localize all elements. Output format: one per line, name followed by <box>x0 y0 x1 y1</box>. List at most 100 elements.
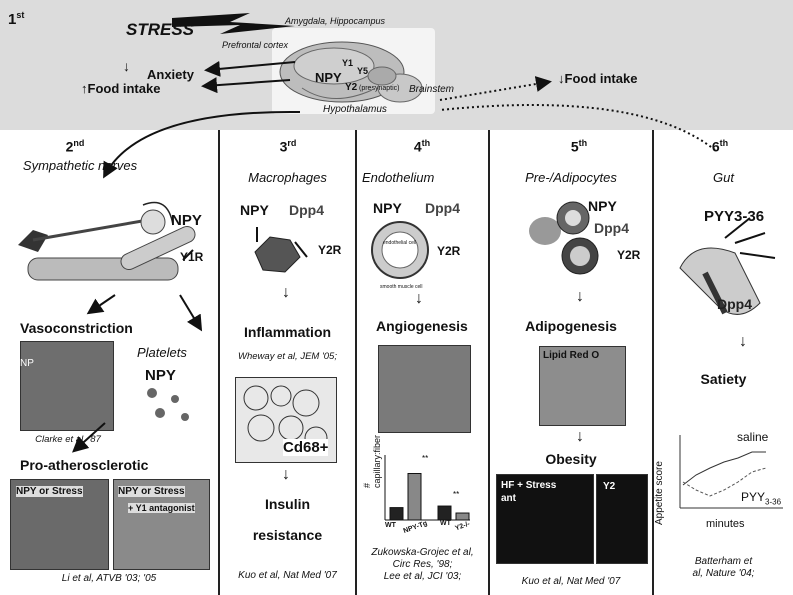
down-arrow-icon: ↓ <box>558 71 565 86</box>
amygdala-label: Amygdala, Hippocampus <box>285 16 386 26</box>
sig-label-2: ** <box>453 490 459 499</box>
brainstem-label: Brainstem <box>409 84 455 95</box>
appetite-chart <box>679 435 783 509</box>
panel4-title: Endothelium <box>362 170 435 185</box>
mri-photo-2 <box>596 474 648 564</box>
img1-label: NPY or Stress <box>16 486 83 497</box>
npy-label: NPY <box>171 212 202 229</box>
pyy-label: PYY3-36 <box>704 208 765 225</box>
anxiety-label: Anxiety <box>147 67 194 82</box>
down-arrow-icon: ↓ <box>282 284 290 301</box>
img2-label-a: NPY or Stress <box>118 486 185 497</box>
dpp4-label: Dpp4 <box>289 202 324 218</box>
dpp4-label: Dpp4 <box>717 296 752 312</box>
bar-1 <box>407 473 422 521</box>
endo-cell-label: endothelial cell <box>383 240 417 246</box>
ant-label: ant <box>501 493 516 504</box>
y1-label: Y1 <box>342 58 354 68</box>
divider <box>488 130 490 595</box>
y2r-label: Y2R <box>437 244 461 258</box>
panel3-title: Macrophages <box>248 170 327 185</box>
resistance-label: resistance <box>252 527 323 543</box>
stage4-label: 4th <box>413 138 431 155</box>
vaso-arrows <box>86 294 203 332</box>
cite-batterham: Batterham et al, Nature '04; <box>654 556 793 580</box>
pyy336-label: PYY3-36 <box>741 490 782 507</box>
down-arrow-icon: ↓ <box>123 58 130 74</box>
saline-label: saline <box>737 430 769 444</box>
cite-line: Batterham et <box>694 556 753 567</box>
up-arrow-icon: ↑ <box>81 81 88 96</box>
stage2-label: 2nd <box>65 138 85 155</box>
inflammation-label: Inflammation <box>243 324 332 340</box>
mri-photo-1 <box>496 474 594 564</box>
platelets-icon <box>147 388 189 421</box>
hypothalamus-label: Hypothalamus <box>323 104 387 115</box>
gut-illustration <box>679 217 776 315</box>
pro-arrow <box>72 422 106 453</box>
vasoconstriction-label: Vasoconstriction <box>20 320 133 336</box>
top-arrows <box>103 60 716 179</box>
npy-label: NPY <box>240 202 269 218</box>
pro-atherosclerotic-label: Pro-atherosclerotic <box>20 457 149 473</box>
bar-3 <box>455 512 470 521</box>
panel6-title: Gut <box>713 170 734 185</box>
dpp4-label: Dpp4 <box>425 200 460 216</box>
capillary-photo <box>378 345 471 433</box>
satiety-label: Satiety <box>700 371 747 387</box>
cite-line: Lee et al, JCI '03; <box>383 571 462 582</box>
cite-kuo: Kuo et al, Nat Med '07 <box>238 570 337 581</box>
cite-line: Zukowska-Grojec et al, <box>371 547 474 558</box>
vessel-photo <box>20 341 114 431</box>
down-arrow-icon: ↓ <box>576 288 584 305</box>
y2-label: Y2 <box>345 82 358 93</box>
y2r-label: Y2R <box>318 243 342 257</box>
insulin-label: Insulin <box>264 496 311 512</box>
panel5-title: Pre-/Adipocytes <box>525 170 617 185</box>
oilred-label: Lipid Red O <box>543 350 600 361</box>
smc-label: smooth muscle cell <box>380 284 423 290</box>
down-arrow-icon: ↓ <box>576 428 584 445</box>
npy-label: NPY <box>373 200 402 216</box>
y2r-label: Y2R <box>617 248 641 262</box>
divider <box>218 130 220 595</box>
y1r-label: Y1R <box>180 250 204 264</box>
oilred-photo <box>539 346 626 426</box>
cite-li: Li et al, ATVB '03; '05 <box>61 573 157 584</box>
y5-label: Y5 <box>357 66 369 76</box>
food-intake-down: ↓Food intake <box>558 71 638 86</box>
vessel-crosssection-icon <box>371 221 429 279</box>
divider <box>652 130 654 595</box>
prefrontal-label: Prefrontal cortex <box>222 40 289 50</box>
capillary-bar-chart: ** ** <box>384 454 470 521</box>
down-arrow-icon: ↓ <box>282 466 290 483</box>
cite-line: al, Nature '04; <box>692 568 755 579</box>
dpp4-label: Dpp4 <box>594 220 629 236</box>
bar-2 <box>437 505 452 521</box>
lightning-icon <box>172 13 295 34</box>
adipocyte-icon <box>529 201 599 275</box>
stage5-label: 5th <box>570 138 588 155</box>
stage1-label: 1st <box>8 10 25 28</box>
obesity-label: Obesity <box>545 451 597 467</box>
cite-clarke: Clarke et al. '87 <box>35 434 101 445</box>
platelets-label: Platelets <box>137 345 187 360</box>
presynaptic-label: (presynaptic) <box>359 85 400 92</box>
xlabel-1: WT <box>385 522 396 529</box>
cite-wheway: Wheway et al, JEM '05; <box>238 351 337 362</box>
platelets-npy-label: NPY <box>145 367 176 384</box>
img2-label-b: + Y1 antagonist <box>128 503 195 513</box>
stage3-label: 3rd <box>279 138 297 155</box>
cite-kuo: Kuo et al, Nat Med '07 <box>521 576 621 587</box>
angiogenesis-label: Angiogenesis <box>376 318 468 334</box>
sig-label-1: ** <box>422 454 428 463</box>
npy-label: NPY <box>588 198 617 214</box>
nerve-illustration <box>18 201 196 281</box>
cite-line: Circ Res, '98; <box>392 559 453 570</box>
hf-label: HF + Stress <box>501 480 557 491</box>
food-intake-up: ↑Food intake <box>81 81 161 96</box>
down-arrow-icon: ↓ <box>739 333 747 350</box>
divider <box>355 130 357 595</box>
chart-ylabel: # capillary:fiber <box>362 434 382 488</box>
stage6-label: 6th <box>711 138 729 155</box>
